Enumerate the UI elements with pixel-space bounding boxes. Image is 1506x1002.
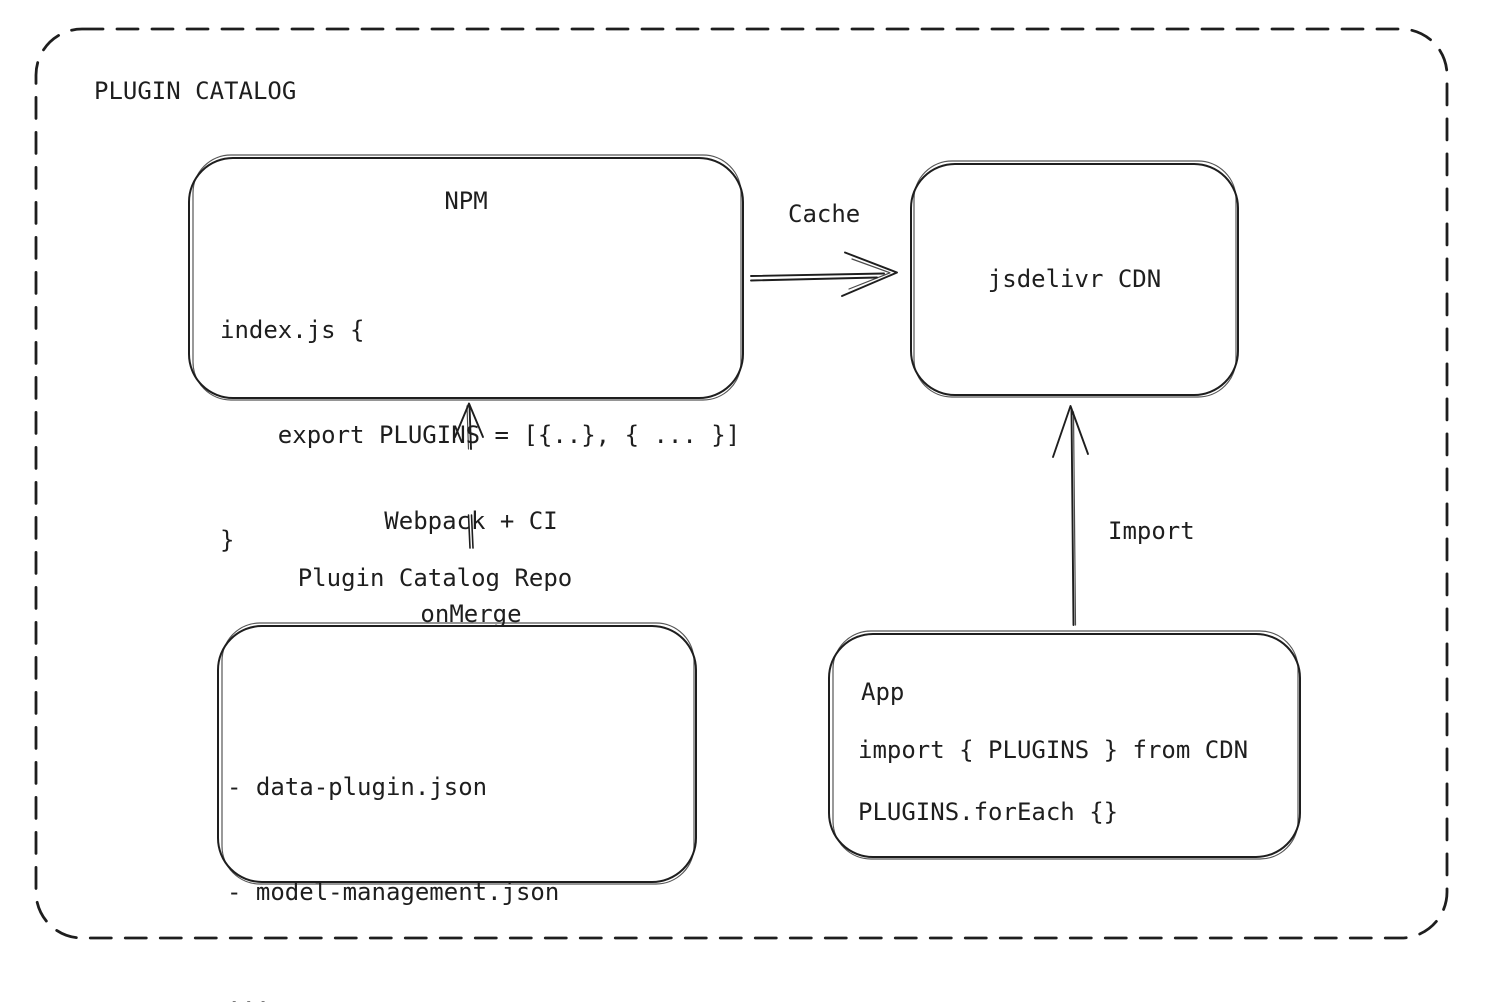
build-arrow-label: Webpack + CI onMerge xyxy=(330,444,612,692)
cache-arrow-label: Cache xyxy=(788,200,861,228)
cdn-title: jsdelivr CDN xyxy=(987,265,1162,293)
build-arrow xyxy=(454,402,484,549)
repo-file-item: ... xyxy=(227,983,271,1002)
cdn-box-outline xyxy=(910,160,1239,398)
import-arrow-label: Import xyxy=(1108,517,1195,545)
build-arrow-label-line2: onMerge xyxy=(420,600,522,628)
repo-file-item: - data-plugin.json xyxy=(227,773,488,801)
repo-file-list: - data-plugin.json - model-management.js… xyxy=(227,700,559,1002)
plugin-catalog-frame xyxy=(34,27,1449,940)
frame-title: PLUGIN CATALOG xyxy=(94,77,297,105)
repo-title: Plugin Catalog Repo xyxy=(297,564,573,592)
npm-code-line: index.js { xyxy=(220,316,365,344)
repo-file-item: - model-management.json xyxy=(227,878,560,906)
npm-code-line: export PLUGINS = [{..}, { ... }] xyxy=(220,421,741,449)
app-title: App xyxy=(861,678,905,706)
npm-box-outline xyxy=(188,154,744,401)
app-code-line: import { PLUGINS } from CDN xyxy=(858,736,1249,764)
cache-arrow xyxy=(750,251,898,297)
app-code-line: PLUGINS.forEach {} xyxy=(858,798,1119,826)
npm-code-line: } xyxy=(220,526,235,554)
app-box-outline xyxy=(828,630,1301,860)
npm-title: NPM xyxy=(444,187,488,215)
npm-code-block: index.js { export PLUGINS = [{..}, { ...… xyxy=(220,243,740,628)
repo-box-outline xyxy=(217,622,697,885)
import-arrow xyxy=(1052,405,1089,626)
build-arrow-label-line1: Webpack + CI xyxy=(384,507,558,535)
